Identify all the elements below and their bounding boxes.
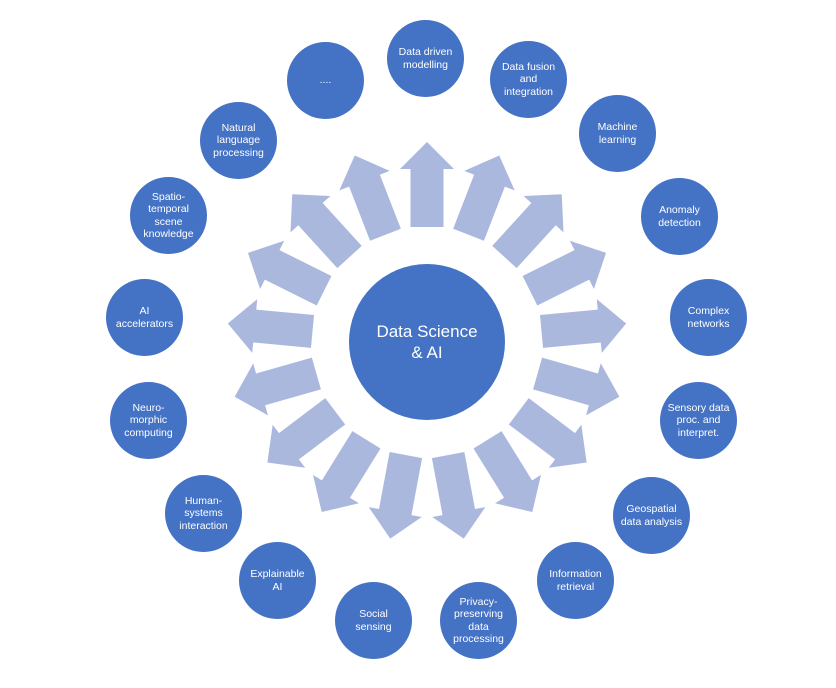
topic-label: Information retrieval (549, 568, 602, 593)
arrow (539, 299, 627, 353)
topic-label: Natural language processing (213, 121, 264, 159)
topic-label: Data fusion and integration (501, 60, 556, 98)
topic-label: Spatio-temporal scene knowledge (143, 190, 194, 241)
topic-node: Complex networks (670, 279, 747, 356)
topic-node: Spatio-temporal scene knowledge (130, 177, 207, 254)
topic-node: Information retrieval (537, 542, 614, 619)
arrow (227, 299, 315, 353)
topic-node: Natural language processing (200, 102, 277, 179)
topic-node: Sensory data proc. and interpret. (660, 382, 737, 459)
topic-label: Explainable AI (250, 568, 305, 593)
arrow (431, 452, 486, 539)
arrow (453, 155, 515, 241)
topic-node: Geospatial data analysis (613, 477, 690, 554)
arrow (522, 240, 607, 306)
topic-node: Human-systems interaction (165, 475, 242, 552)
arrow (508, 398, 587, 468)
topic-label: Human-systems interaction (179, 494, 228, 532)
center-label: Data Science & AI (376, 322, 478, 362)
topic-label: Complex networks (687, 305, 730, 330)
arrow (290, 194, 362, 269)
topic-label: Geospatial data analysis (620, 503, 683, 528)
topic-node: Machine learning (579, 95, 656, 172)
arrow (312, 431, 381, 513)
topic-node: Neuro-morphic computing (110, 382, 187, 459)
arrow (267, 398, 346, 468)
topic-label: Sensory data proc. and interpret. (667, 401, 730, 439)
topic-node: AI accelerators (106, 279, 183, 356)
topic-label: Machine learning (597, 121, 638, 146)
topic-node: Data driven modelling (387, 20, 464, 97)
topic-node: Social sensing (335, 582, 412, 659)
topic-node: Privacy-preserving data processing (440, 582, 517, 659)
arrow (400, 142, 454, 227)
arrow (234, 357, 321, 416)
topic-label: Anomaly detection (658, 204, 701, 229)
arrow (339, 155, 401, 241)
topic-node: .... (287, 42, 364, 119)
topic-label: Social sensing (355, 608, 392, 633)
topic-label: AI accelerators (115, 305, 174, 330)
arrow (492, 194, 564, 269)
center-node: Data Science & AI (349, 264, 505, 420)
topic-label: Privacy-preserving data processing (453, 595, 504, 646)
arrow (533, 357, 620, 416)
topic-node: Data fusion and integration (490, 41, 567, 118)
arrow (247, 240, 332, 306)
topic-node: Explainable AI (239, 542, 316, 619)
topic-label: Neuro-morphic computing (124, 401, 173, 439)
arrow (368, 452, 423, 539)
topic-node: Anomaly detection (641, 178, 718, 255)
topic-label: .... (319, 74, 332, 87)
topic-label: Data driven modelling (398, 46, 453, 71)
arrow (473, 431, 542, 513)
